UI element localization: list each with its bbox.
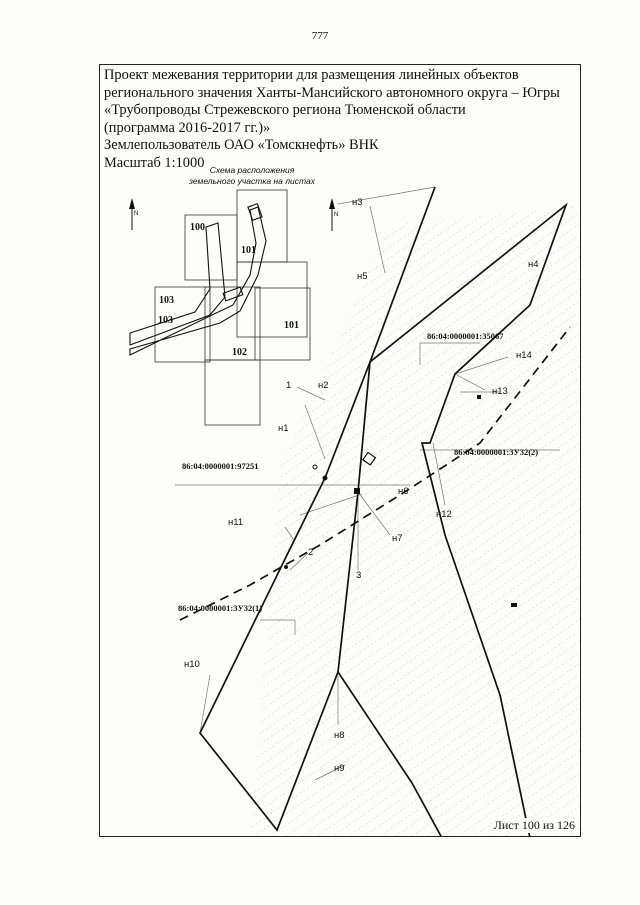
- sheet-header: Проект межевания территории для размещен…: [104, 67, 574, 172]
- point-label-n6: н6: [398, 486, 409, 497]
- cadastral-labels: 86:04:0000001:35067 86:04:0000001:3У32(2…: [178, 331, 538, 613]
- point-labels: н3 н4 н5 н14 н13 1 н2 н1 н6 н12 н11 н7 2…: [184, 197, 539, 774]
- point-label-n14: н14: [516, 350, 532, 361]
- structure-marker: [322, 475, 328, 481]
- inset-key-map: Схема расположения земельного участка на…: [129, 165, 316, 426]
- survey-lines: [175, 186, 560, 781]
- point-label-n11: н11: [228, 517, 243, 528]
- inset-sheet-103-b: 103: [158, 315, 173, 326]
- inset-sheet-grid: [154, 189, 311, 426]
- structure-marker: [362, 451, 377, 466]
- point-label-n10: н10: [184, 659, 200, 670]
- inset-sheet-101-a: 101: [241, 245, 256, 256]
- point-label-n2: н2: [318, 380, 329, 391]
- map-scale: Масштаб 1:1000: [104, 154, 205, 171]
- title-line-1: Проект межевания территории для размещен…: [104, 67, 519, 83]
- inset-title-line2: земельного участка на листах: [188, 176, 316, 186]
- point-label-n4: н4: [528, 259, 539, 270]
- inset-sheet-103-a: 103: [159, 295, 174, 306]
- cadastral-label-3u32-1: 86:04:0000001:3У32(1): [178, 603, 262, 613]
- land-plot-contour: [199, 186, 568, 836]
- structure-marker: [354, 488, 360, 494]
- structure-marker: [312, 464, 318, 470]
- cadastral-label-3u32-2: 86:04:0000001:3У32(2): [454, 447, 538, 457]
- point-label-n3: н3: [352, 197, 363, 208]
- point-label-n8: н8: [334, 730, 345, 741]
- point-label-1: 1: [286, 380, 291, 391]
- inset-sheet-100: 100: [190, 222, 205, 233]
- structure-marker: [511, 603, 517, 607]
- point-label-3: 3: [356, 570, 361, 581]
- inset-sheet-101-b: 101: [284, 320, 299, 331]
- structure-marker: [477, 395, 481, 399]
- structure-marker: [284, 565, 288, 569]
- hatched-area: [250, 205, 580, 836]
- point-label-n12: н12: [436, 509, 452, 520]
- land-user: Землепользователь ОАО «Томскнефть» ВНК: [104, 137, 379, 153]
- inset-title-line1: Схема расположения: [210, 165, 295, 175]
- cadastral-boundary-dashed: [179, 326, 571, 621]
- plot-map: Схема расположения земельного участка на…: [129, 165, 580, 836]
- point-label-n7: н7: [392, 533, 403, 544]
- cadastral-label-35067: 86:04:0000001:35067: [427, 331, 504, 341]
- inset-sheet-102: 102: [232, 347, 247, 358]
- point-label-n5: н5: [357, 271, 368, 282]
- north-label: N: [334, 212, 338, 218]
- page-number: 777: [311, 30, 329, 42]
- point-label-2: 2: [308, 547, 313, 558]
- title-line-3: «Трубопроводы Стрежевского региона Тюмен…: [104, 102, 466, 118]
- north-arrow-icon: N: [129, 198, 138, 230]
- sheet-label: Лист 100 из 126: [491, 818, 577, 833]
- cadastral-label-97251: 86:04:0000001:97251: [182, 461, 259, 471]
- north-arrow-icon: N: [329, 198, 338, 231]
- title-line-2: регионального значения Ханты-Мансийского…: [104, 84, 560, 101]
- point-label-n1: н1: [278, 423, 289, 434]
- title-line-4: (программа 2016-2017 гг.)»: [104, 119, 271, 136]
- point-label-n9: н9: [334, 763, 345, 774]
- north-label: N: [134, 211, 138, 217]
- inset-plot-outline: [129, 203, 267, 356]
- map-sheet-frame: Схема расположения земельного участка на…: [99, 64, 581, 837]
- point-label-n13: н13: [492, 386, 508, 397]
